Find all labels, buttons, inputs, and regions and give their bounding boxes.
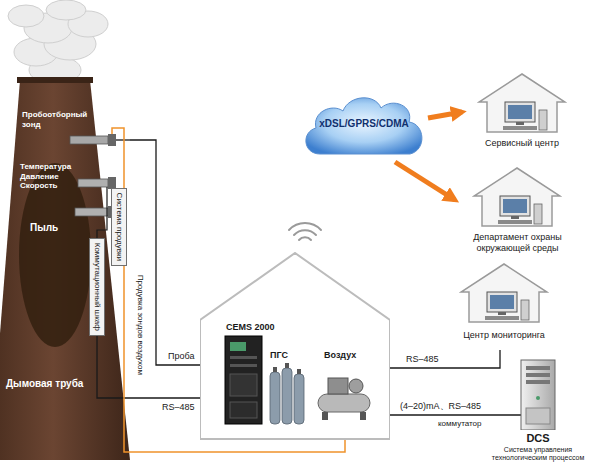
vertical-box-label: Система продувки (114, 193, 124, 261)
node-label: ПГС (270, 350, 288, 361)
node-label: Департамент охраны окружающей среды (455, 232, 580, 254)
signal-label: Проба (166, 351, 196, 362)
signal-label: RS–485 (160, 402, 197, 413)
connector (390, 414, 488, 415)
building-computer-icon (477, 72, 567, 134)
network-cloud: xDSL/GPRS/CDMA (300, 90, 428, 162)
connector (97, 336, 200, 398)
signal-label: RS–485 (404, 354, 441, 365)
callout-label: Пробоотборный зонд (22, 110, 87, 129)
callout-label: Пыль (30, 222, 58, 234)
junction-cabinet-box: Коммутационный шкаф (89, 238, 105, 336)
chimney-illustration (0, 80, 130, 460)
service-center: Сервисный центр (462, 72, 582, 162)
building-computer-icon (459, 262, 549, 324)
environment-department: Департамент охраны окружающей среды (455, 166, 580, 258)
node-label: Система управления технологическим проце… (488, 446, 588, 461)
callout-label: Температура Давление Скорость (20, 162, 71, 191)
wireless-signal (289, 223, 321, 240)
analyzer-station-illustration (200, 252, 390, 440)
analyzer-station: CEMS 2000ПГС Воздух (200, 252, 390, 440)
purge-system-box: Система продувки (111, 188, 127, 266)
signal-label: (4–20)mA、RS–485 (398, 401, 483, 412)
building-computer-icon (472, 166, 562, 228)
callout-label: коммутатор (438, 419, 481, 429)
node-label: xDSL/GPRS/CDMA (300, 118, 428, 130)
vertical-box-label: Коммутационный шкаф (92, 243, 102, 331)
vertical-line-label: Продувка зондов воздухом (135, 275, 145, 375)
chimney: Дымовая труба (0, 80, 130, 460)
connector (390, 350, 500, 368)
connector (395, 162, 455, 200)
node-label: Сервисный центр (462, 138, 582, 149)
node-label: Центр мониторинга (448, 330, 560, 341)
node-label: DCS (488, 432, 588, 445)
dcs-server: DCSСистема управления технологическим пр… (488, 358, 588, 466)
monitoring-center: Центр мониторинга (448, 262, 560, 350)
smoke (8, 0, 108, 84)
node-label: Воздух (324, 350, 356, 361)
connector (428, 112, 462, 118)
node-label: CEMS 2000 (226, 322, 275, 333)
server-tower-illustration (488, 358, 588, 430)
node-label: Дымовая труба (6, 378, 83, 390)
